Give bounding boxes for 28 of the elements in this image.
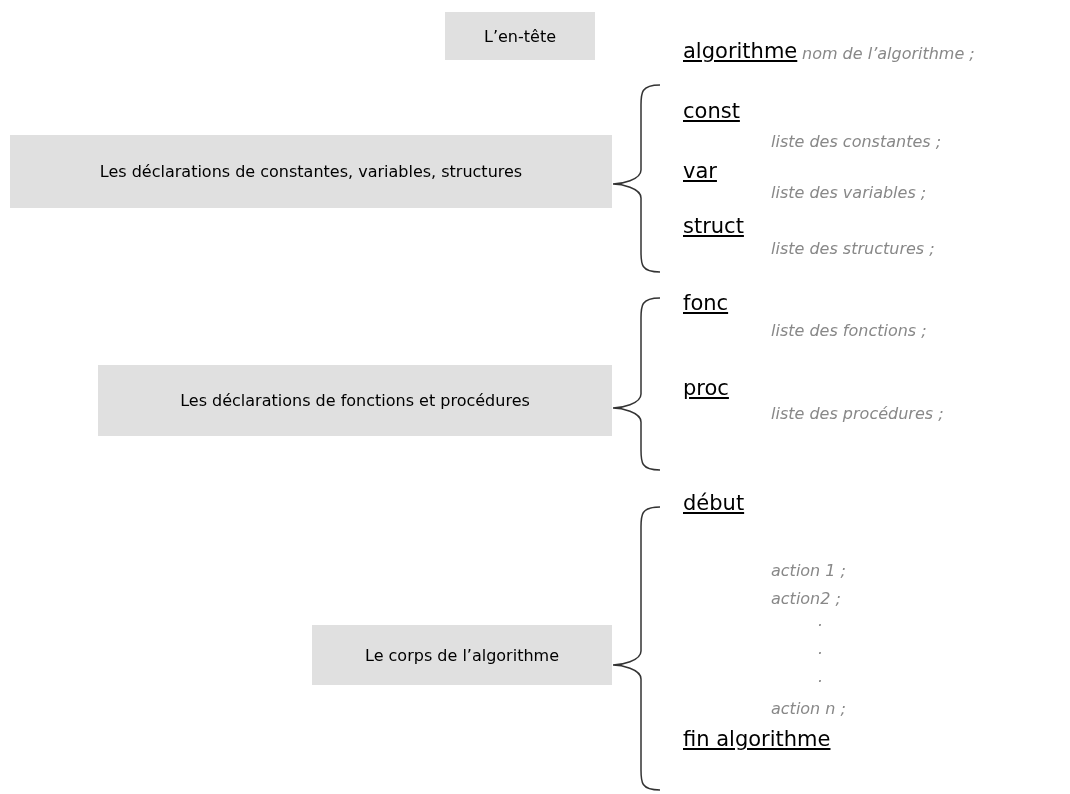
keyword: début	[683, 492, 745, 516]
section-box	[10, 135, 612, 208]
comment-text: nom de l’algorithme ;	[802, 45, 975, 63]
keyword: fonc	[683, 292, 729, 316]
section-label: Le corps de l’algorithme	[365, 645, 559, 665]
keyword: struct	[683, 215, 744, 239]
section-label: L’en-tête	[484, 26, 556, 46]
comment-text: liste des variables ;	[771, 184, 927, 202]
comment-text: action2 ;	[771, 590, 841, 608]
keyword: algorithme	[683, 40, 798, 64]
ellipsis-dot: .	[818, 640, 824, 658]
comment-text: liste des structures ;	[771, 240, 935, 258]
keyword: proc	[683, 377, 729, 401]
ellipsis-dot: .	[818, 612, 824, 630]
comment-text: liste des fonctions ;	[771, 322, 927, 340]
section-box	[98, 365, 612, 436]
comment-text: action n ;	[771, 700, 846, 718]
section-box	[312, 625, 612, 685]
section-label: Les déclarations de constantes, variables, structures	[99, 162, 523, 181]
comment-text: liste des procédures ;	[771, 405, 944, 423]
section-label: Les déclarations de fonctions et procédures	[180, 391, 530, 410]
keyword: const	[683, 100, 740, 124]
section-box	[445, 12, 595, 60]
keyword: fin algorithme	[683, 728, 831, 752]
comment-text: liste des constantes ;	[771, 133, 942, 151]
ellipsis-dot: .	[818, 668, 824, 686]
comment-text: action 1 ;	[771, 562, 846, 580]
keyword: var	[683, 160, 717, 184]
